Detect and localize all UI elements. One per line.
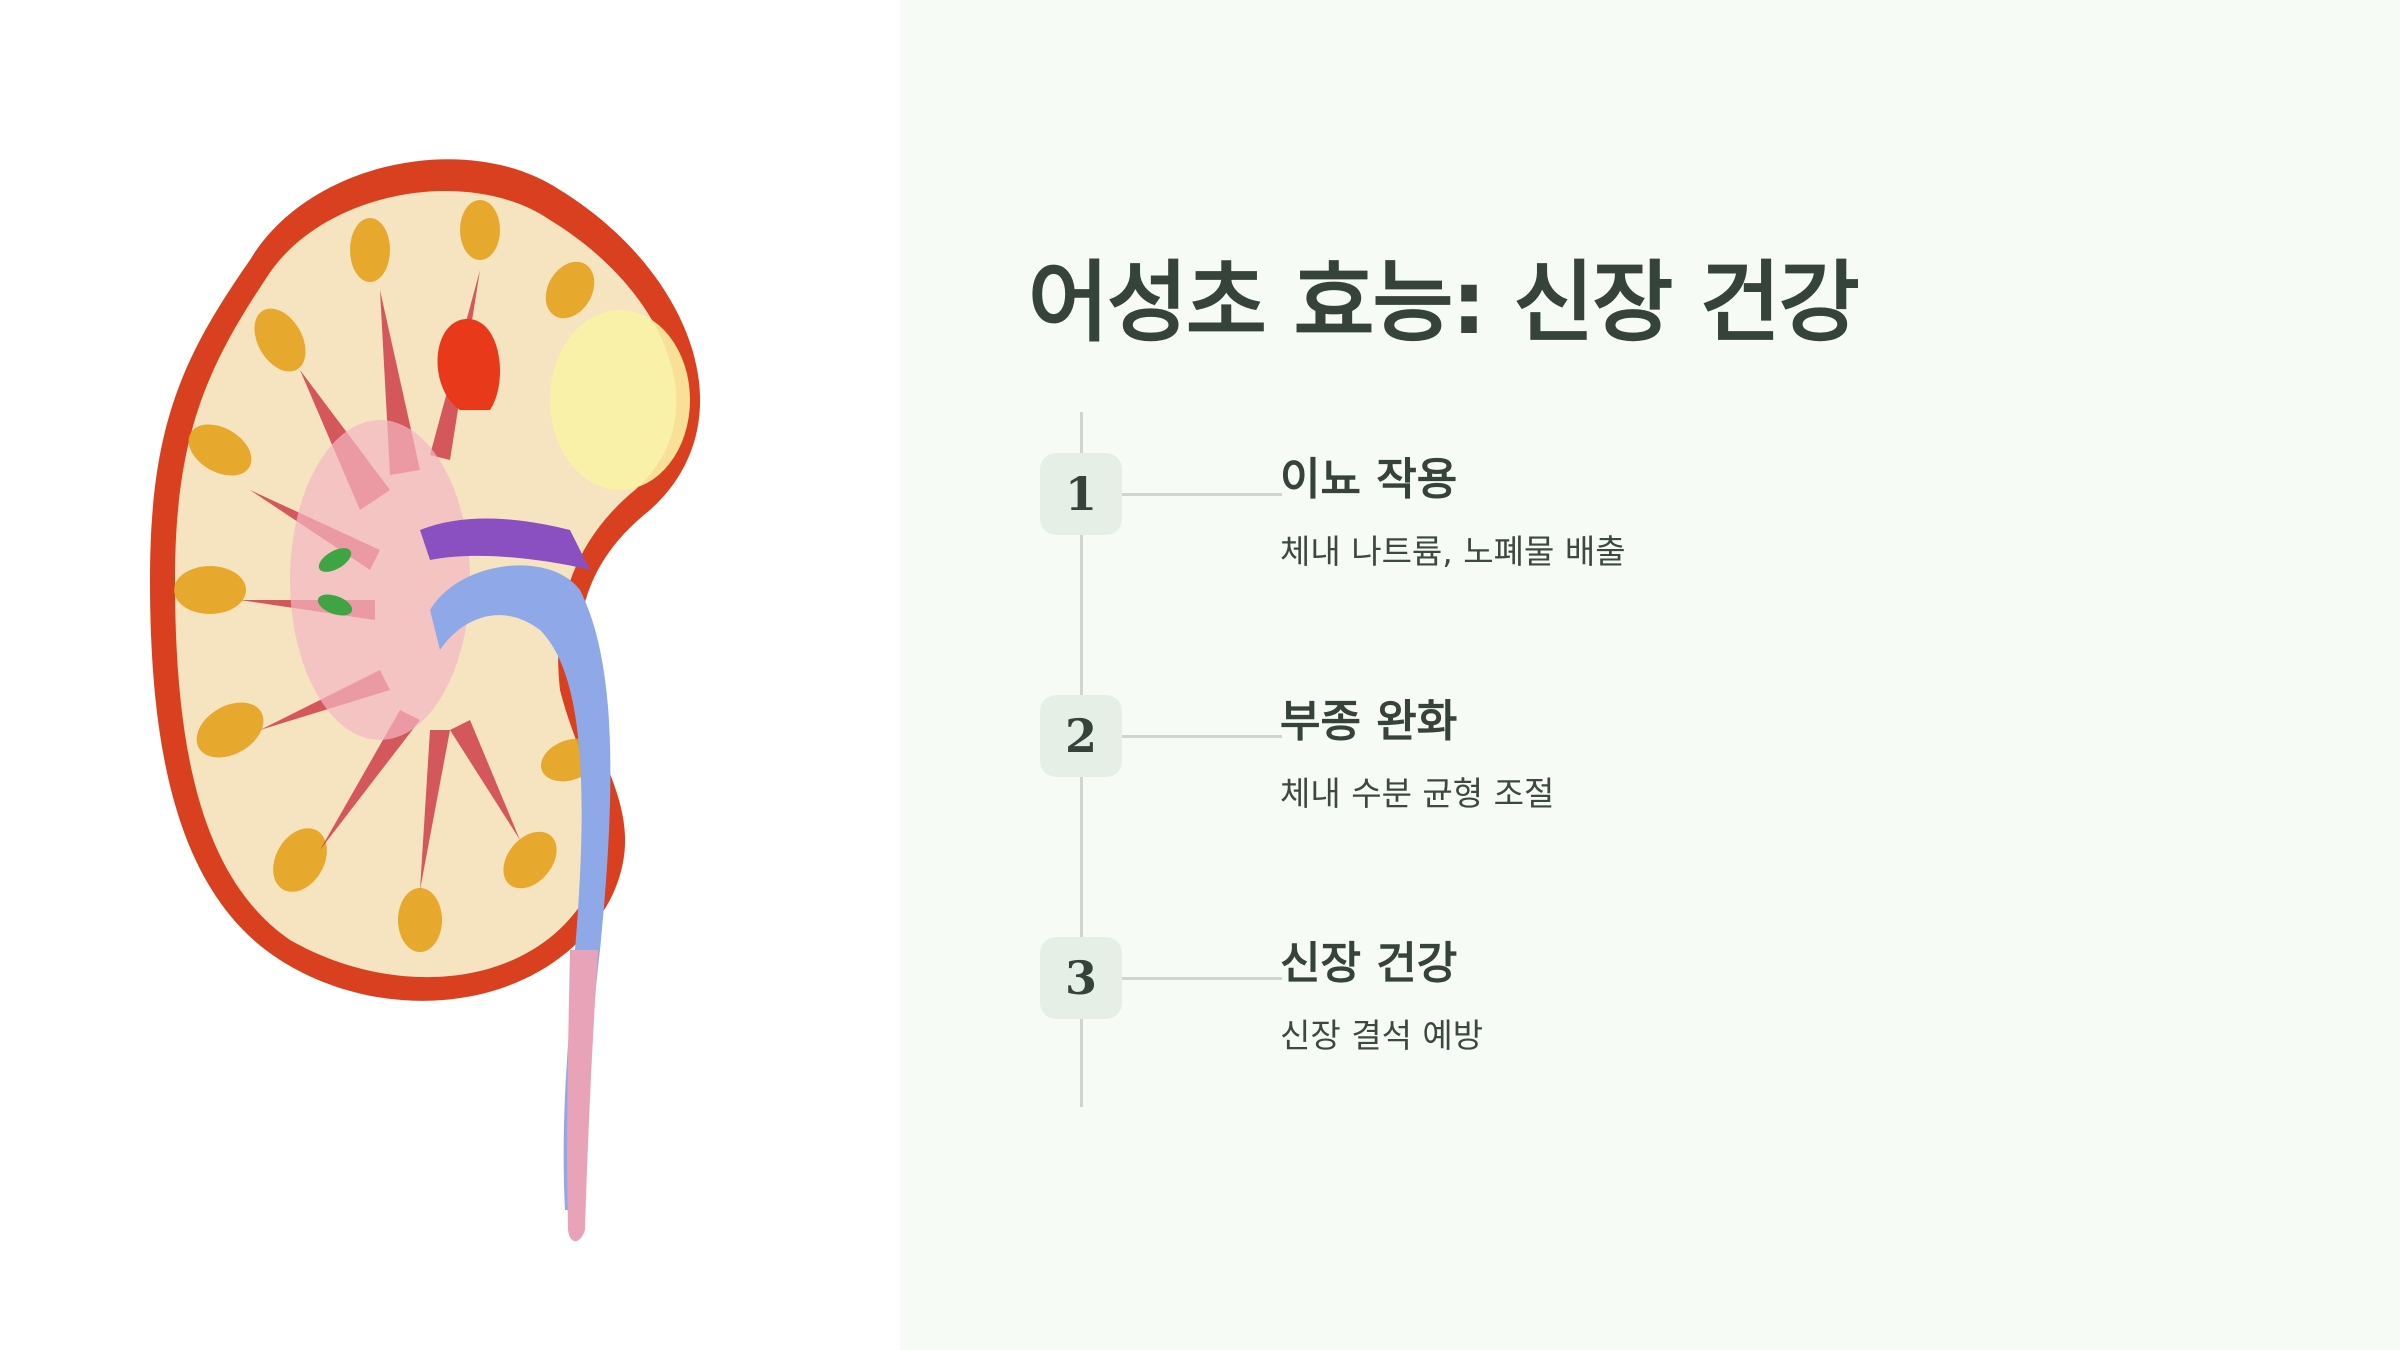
kidney-pyramids: [174, 200, 600, 952]
step-title: 부종 완화: [1280, 696, 1458, 747]
ureter-lower: [567, 950, 598, 1242]
step-item-3: 3 신장 건강 신장 결석 예방: [1040, 937, 2240, 1117]
step-number-badge: 1: [1040, 453, 1122, 535]
step-connector: [1122, 977, 1282, 980]
step-number-badge: 2: [1040, 695, 1122, 777]
content-panel: [900, 0, 2400, 1350]
step-connector: [1122, 735, 1282, 738]
step-item-2: 2 부종 완화 체내 수분 균형 조절: [1040, 695, 2240, 875]
ureter: [430, 565, 611, 1210]
page-title: 어성초 효능: 신장 건강: [1028, 251, 1860, 354]
renal-artery: [437, 319, 500, 410]
kidney-illustration: [150, 159, 701, 1242]
step-number-badge: 3: [1040, 937, 1122, 1019]
step-description: 체내 나트륨, 노폐물 배출: [1280, 532, 1626, 571]
step-title: 신장 건강: [1280, 938, 1458, 989]
step-description: 체내 수분 균형 조절: [1280, 774, 1555, 813]
leaf-icon: [317, 548, 353, 616]
step-title: 이뇨 작용: [1280, 454, 1458, 505]
step-item-1: 1 이뇨 작용 체내 나트륨, 노폐물 배출: [1040, 453, 2240, 633]
kidney-yellow-area: [550, 310, 690, 490]
renal-vein: [420, 518, 590, 570]
step-connector: [1122, 493, 1282, 496]
illustration-panel: [0, 0, 900, 1350]
kidney-pelvis-pink: [290, 420, 470, 740]
step-description: 신장 결석 예방: [1280, 1016, 1484, 1055]
